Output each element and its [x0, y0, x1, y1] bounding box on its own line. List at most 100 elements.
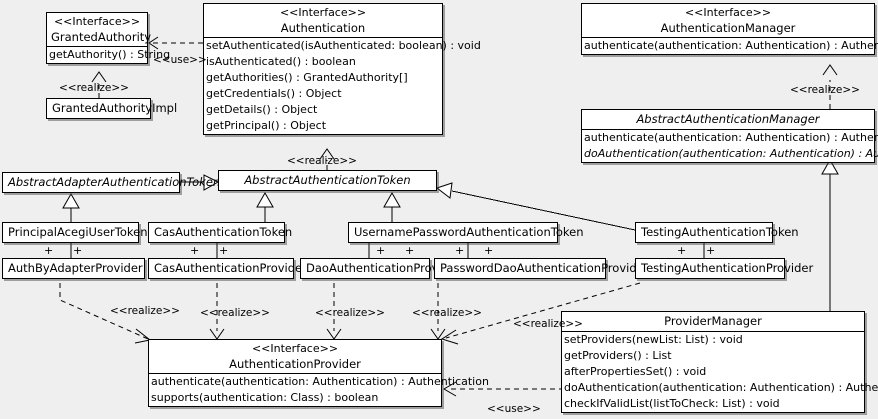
arrowhead-realize-authenticationmanager	[822, 64, 838, 76]
edge-label-realize: <<realize>>	[200, 307, 270, 319]
methods-compartment-authentication-provider: authenticate(authentication: Authenticat…	[149, 373, 489, 406]
class-granted-authority[interactable]: <<Interface>> GrantedAuthority getAuthor…	[46, 12, 171, 64]
class-cas-authentication-token[interactable]: CasAuthenticationToken	[148, 222, 292, 243]
association-end-marker: +	[484, 244, 494, 257]
class-testing-authentication-provider[interactable]: TestingAuthenticationProvider	[635, 258, 814, 279]
edge-gen-testingtoken	[451, 190, 636, 231]
method-item: authenticate(authentication: Authenticat…	[584, 39, 878, 52]
method-item: checkIfValidList(listToCheck: List) : vo…	[564, 397, 780, 410]
method-item: afterPropertiesSet() : void	[564, 365, 707, 378]
association-end-marker: +	[677, 244, 687, 257]
class-header-abstract-authentication-token: AbstractAuthenticationToken	[219, 171, 436, 190]
edge-label-realize: <<realize>>	[287, 155, 357, 167]
class-provider-manager[interactable]: ProviderManager setProviders(newList: Li…	[561, 311, 878, 413]
association-end-marker: +	[376, 244, 386, 257]
class-principal-acegi-user-token[interactable]: PrincipalAcegiUserToken	[2, 222, 148, 243]
class-name: TestingAuthenticationToken	[641, 225, 799, 239]
class-authentication-manager[interactable]: <<Interface>> AuthenticationManager auth…	[581, 3, 878, 55]
class-name: AuthByAdapterProvider	[8, 261, 143, 275]
class-name: GrantedAuthority	[51, 30, 152, 44]
class-name: CasAuthenticationProvider	[154, 261, 307, 275]
class-authentication[interactable]: <<Interface>> Authentication setAuthenti…	[203, 3, 481, 135]
method-item: getAuthority() : String	[49, 48, 171, 61]
stereotype-label: <<Interface>>	[684, 6, 772, 19]
arrowhead-realize-grantedauthority	[91, 71, 107, 83]
association-end-marker: +	[73, 244, 83, 257]
method-item: authenticate(authentication: Authenticat…	[151, 375, 489, 388]
methods-compartment-granted-authority: getAuthority() : String	[47, 46, 171, 63]
class-cas-authentication-provider[interactable]: CasAuthenticationProvider	[148, 258, 307, 279]
class-header-password-dao-authentication-provider: PasswordDaoAuthenticationProvider	[435, 259, 649, 278]
class-dao-authentication-provider[interactable]: DaoAuthenticationProvider	[300, 258, 461, 279]
class-abstract-authentication-manager[interactable]: AbstractAuthenticationManager authentica…	[581, 109, 878, 163]
arrowhead-gen-abstracttoken-left	[203, 174, 220, 191]
stereotype-label: <<Interface>>	[279, 6, 367, 19]
class-header-principal-acegi-user-token: PrincipalAcegiUserToken	[3, 223, 148, 242]
class-header-testing-authentication-provider: TestingAuthenticationProvider	[636, 259, 814, 278]
class-name: AbstractAuthenticationToken	[244, 173, 411, 187]
class-name: UsernamePasswordAuthenticationToken	[354, 225, 584, 239]
class-auth-by-adapter-provider[interactable]: AuthByAdapterProvider	[2, 258, 145, 279]
class-username-password-authentication-token[interactable]: UsernamePasswordAuthenticationToken	[348, 222, 584, 243]
methods-compartment-provider-manager: setProviders(newList: List) : void getPr…	[562, 331, 878, 412]
class-testing-authentication-token[interactable]: TestingAuthenticationToken	[635, 222, 799, 243]
class-name: TestingAuthenticationProvider	[641, 261, 814, 275]
class-header-cas-authentication-provider: CasAuthenticationProvider	[149, 259, 307, 278]
arrowhead-gen-abstracttoken-cas	[256, 191, 274, 208]
class-granted-authority-impl[interactable]: GrantedAuthorityImpl	[46, 98, 178, 119]
class-name: AuthenticationManager	[660, 21, 796, 35]
class-authentication-provider[interactable]: <<Interface>> AuthenticationProvider aut…	[148, 339, 489, 407]
class-name: PrincipalAcegiUserToken	[8, 225, 148, 239]
class-name: AbstractAdapterAuthenticationToken	[8, 175, 221, 189]
class-header-abstract-adapter-authentication-token: AbstractAdapterAuthenticationToken	[3, 173, 221, 192]
edge-label-realize: <<realize>>	[110, 305, 180, 317]
class-abstract-adapter-authentication-token[interactable]: AbstractAdapterAuthenticationToken	[2, 172, 221, 193]
edge-label-realize: <<realize>>	[790, 84, 860, 96]
class-header-username-password-authentication-token: UsernamePasswordAuthenticationToken	[349, 223, 584, 242]
class-password-dao-authentication-provider[interactable]: PasswordDaoAuthenticationProvider	[434, 258, 649, 279]
arrowhead-realize-authentication	[319, 148, 335, 160]
arrowhead-use-authenticationprovider	[443, 381, 457, 397]
association-end-marker: +	[219, 244, 229, 257]
class-name: DaoAuthenticationProvider	[306, 261, 461, 275]
association-end-marker: +	[455, 244, 465, 257]
class-header-auth-by-adapter-provider: AuthByAdapterProvider	[3, 259, 144, 278]
method-item: getAuthorities() : GrantedAuthority[]	[206, 71, 408, 84]
association-end-marker: +	[405, 244, 415, 257]
class-name: GrantedAuthorityImpl	[52, 101, 178, 115]
arrowhead-realize-ap-5	[440, 329, 459, 345]
association-end-marker: +	[44, 244, 54, 257]
class-name: ProviderManager	[664, 314, 762, 328]
class-header-provider-manager: ProviderManager	[562, 312, 864, 331]
arrowhead-gen-abstractauthmanager	[821, 158, 839, 175]
class-header-granted-authority: <<Interface>> GrantedAuthority	[47, 13, 152, 46]
association-end-marker: +	[706, 244, 716, 257]
arrowhead-gen-adaptertoken	[62, 192, 80, 209]
class-name: Authentication	[280, 21, 366, 35]
method-item: getProviders() : List	[564, 349, 672, 362]
class-header-abstract-authentication-manager: AbstractAuthenticationManager	[582, 110, 874, 129]
edge-label-realize: <<realize>>	[59, 82, 129, 94]
edge-label-realize: <<realize>>	[315, 307, 385, 319]
class-name: PasswordDaoAuthenticationProvider	[440, 261, 649, 275]
class-header-authentication-manager: <<Interface>> AuthenticationManager	[582, 4, 874, 37]
methods-compartment-authentication: setAuthenticated(isAuthenticated: boolea…	[204, 37, 481, 134]
class-header-cas-authentication-token: CasAuthenticationToken	[149, 223, 292, 242]
method-item: supports(authentication: Class) : boolea…	[151, 391, 379, 404]
stereotype-label: <<Interface>>	[53, 15, 141, 28]
arrowhead-gen-abstracttoken-upt	[383, 191, 401, 208]
class-name: AbstractAuthenticationManager	[636, 112, 820, 126]
methods-compartment-abstract-authentication-manager: authenticate(authentication: Authenticat…	[582, 129, 878, 162]
class-name: AuthenticationProvider	[229, 357, 361, 371]
class-header-authentication-provider: <<Interface>> AuthenticationProvider	[149, 340, 441, 373]
class-abstract-authentication-token[interactable]: AbstractAuthenticationToken	[218, 170, 437, 191]
edge-label-use: <<use>>	[153, 54, 207, 66]
edge-label-use: <<use>>	[487, 403, 541, 415]
stereotype-label: <<Interface>>	[251, 342, 339, 355]
class-header-dao-authentication-provider: DaoAuthenticationProvider	[301, 259, 461, 278]
methods-compartment-authentication-manager: authenticate(authentication: Authenticat…	[582, 37, 878, 54]
edge-realize-testingprovider	[445, 282, 641, 339]
method-item: isAuthenticated() : boolean	[206, 55, 356, 68]
